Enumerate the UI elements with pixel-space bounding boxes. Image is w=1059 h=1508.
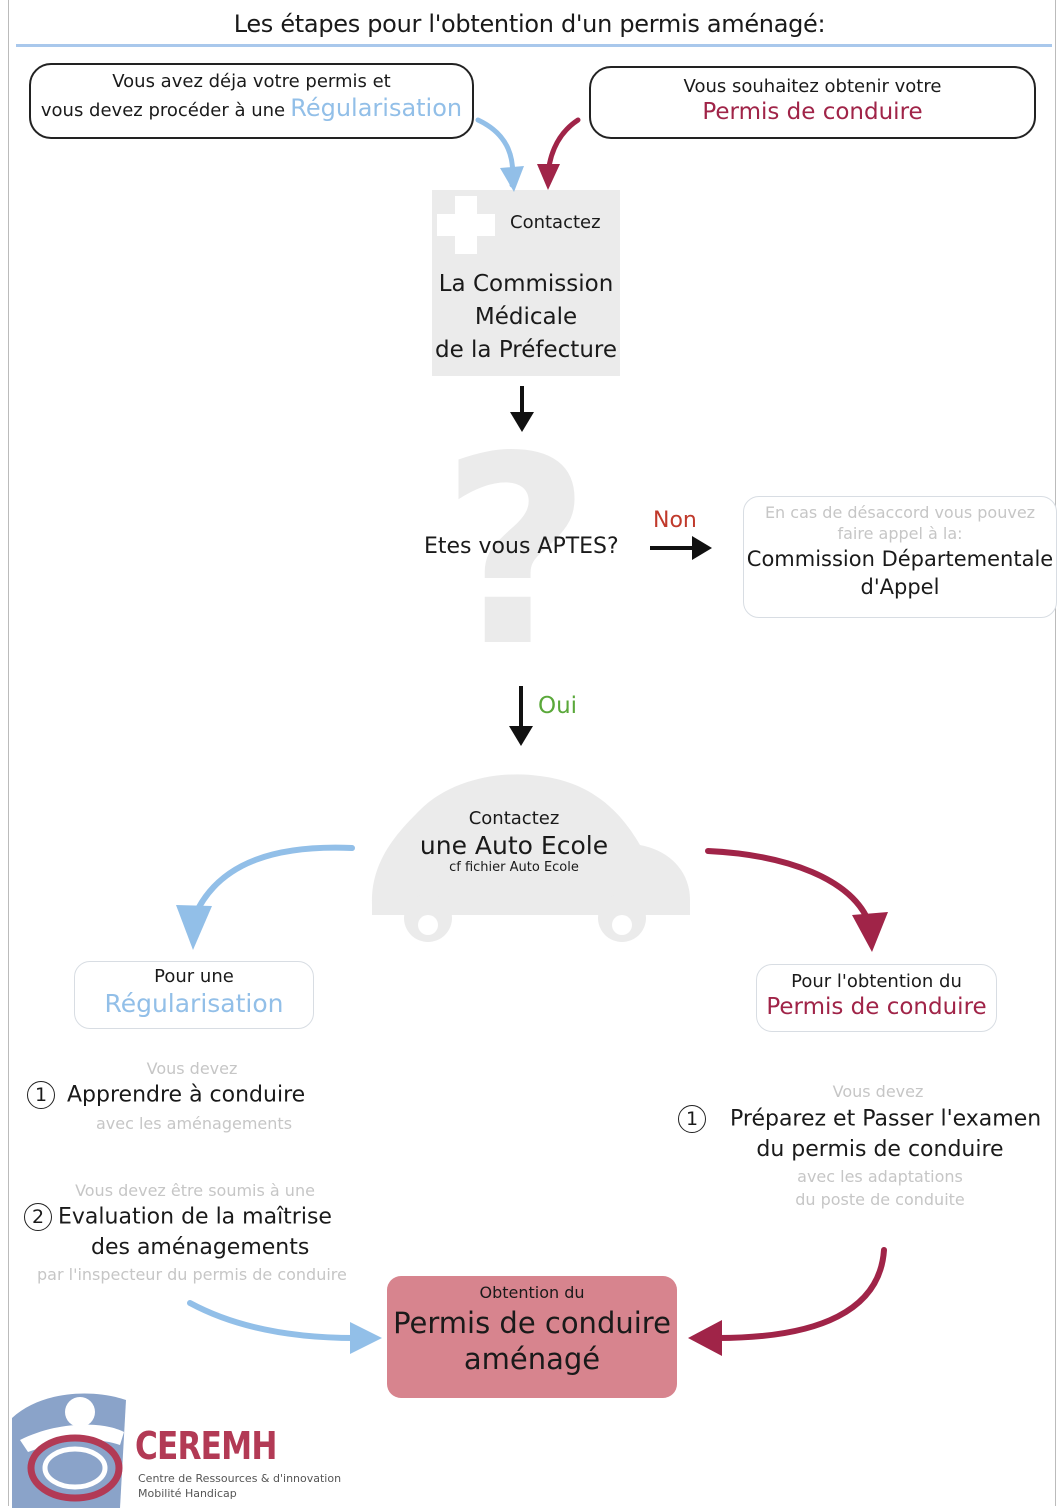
left-step2-line1: Evaluation de la maîtrise: [58, 1204, 332, 1230]
appeal-note-line2: faire appel à la:: [837, 524, 963, 543]
auto-ecole-text: Contactez une Auto Ecole cf fichier Auto…: [408, 808, 620, 875]
page-frame: [8, 0, 1056, 1506]
regularisation-start-line1: Vous avez déja votre permis et: [112, 71, 391, 92]
regularisation-start-highlight: Régularisation: [290, 94, 463, 122]
result-box-background: [387, 1276, 677, 1398]
right-step1-note2: du poste de conduite: [795, 1190, 965, 1209]
right-step1-note1: avec les adaptations: [797, 1167, 963, 1186]
arrow-auto-ecole-to-permis: [705, 848, 871, 923]
left-step1-intro: Vous devez: [146, 1059, 238, 1078]
appeal-line1: Commission Départementale: [746, 547, 1054, 571]
commission-line3: de la Préfecture: [434, 337, 617, 363]
appeal-box: En cas de désaccord vous pouvez faire ap…: [743, 496, 1057, 618]
regularisation-branch-line1: Pour une: [154, 966, 234, 987]
result-line1: Permis de conduire: [393, 1306, 671, 1340]
right-step1-intro: Vous devez: [832, 1082, 924, 1101]
auto-ecole-name: une Auto Ecole: [419, 831, 609, 860]
non-label: Non: [653, 508, 697, 533]
aptitude-question: Etes vous APTES?: [424, 534, 619, 559]
medical-cross-icon: [437, 196, 495, 254]
regularisation-start-line2: vous devez procéder à une: [40, 100, 286, 121]
arrow-permis-to-result: [715, 1247, 887, 1341]
appeal-line2: d'Appel: [860, 575, 940, 599]
result-line2: aménagé: [463, 1342, 601, 1376]
commission-line2: Médicale: [474, 304, 578, 330]
arrow-regularisation-to-result: [187, 1300, 358, 1341]
left-step1: 1 Apprendre à conduire: [27, 1081, 305, 1109]
regularisation-branch-box: Pour une Régularisation: [74, 961, 314, 1029]
permis-start-line1: Vous souhaitez obtenir votre: [683, 76, 942, 97]
left-step2-line2: des aménagements: [91, 1235, 310, 1260]
oui-label: Oui: [538, 693, 578, 719]
regularisation-branch-highlight: Régularisation: [104, 989, 284, 1018]
auto-ecole-contact-label: Contactez: [468, 808, 560, 829]
right-step1-line1: Préparez et Passer l'examen: [730, 1106, 1042, 1132]
step-number-badge: 1: [27, 1081, 55, 1109]
question-mark-glyph: ?: [441, 402, 592, 704]
left-step2-note: par l'inspecteur du permis de conduire: [37, 1265, 347, 1284]
logo-tagline2: Mobilité Handicap: [138, 1487, 237, 1500]
permis-branch-line1: Pour l'obtention du: [791, 971, 962, 992]
step-number-badge: 2: [24, 1203, 52, 1231]
permis-branch-highlight: Permis de conduire: [766, 994, 987, 1020]
logo-tagline1: Centre de Ressources & d'innovation: [138, 1472, 342, 1485]
left-step1-text: Apprendre à conduire: [67, 1082, 306, 1108]
logo-name: CEREMH: [135, 1424, 277, 1468]
appeal-note-line1: En cas de désaccord vous pouvez: [764, 503, 1036, 522]
title-underline: [16, 44, 1052, 47]
page-title: Les étapes pour l'obtention d'un permis …: [233, 10, 826, 38]
left-step2-intro: Vous devez être soumis à une: [75, 1181, 315, 1200]
permis-start-highlight: Permis de conduire: [702, 99, 923, 125]
step-number-badge: 1: [678, 1105, 706, 1133]
result-label: Obtention du: [479, 1283, 585, 1302]
permis-branch-box: Pour l'obtention du Permis de conduire: [756, 964, 997, 1032]
result-box: Obtention du Permis de conduire aménagé: [387, 1283, 677, 1376]
commission-name: La Commission Médicale de la Préfecture: [426, 268, 626, 367]
commission-contact-label: Contactez: [510, 212, 601, 233]
permis-start-box: Vous souhaitez obtenir votre Permis de c…: [589, 66, 1036, 139]
left-step1-note: avec les aménagements: [95, 1114, 293, 1133]
arrow-auto-ecole-to-regularisation: [192, 844, 355, 918]
auto-ecole-note: cf fichier Auto Ecole: [449, 860, 579, 875]
right-step1: 1 Préparez et Passer l'examen: [678, 1105, 1041, 1133]
right-step1-line2: du permis de conduire: [756, 1137, 1004, 1162]
regularisation-start-box: Vous avez déja votre permis et vous deve…: [29, 63, 474, 139]
commission-line1: La Commission: [438, 271, 614, 297]
ceremh-logo-icon: [12, 1393, 126, 1508]
